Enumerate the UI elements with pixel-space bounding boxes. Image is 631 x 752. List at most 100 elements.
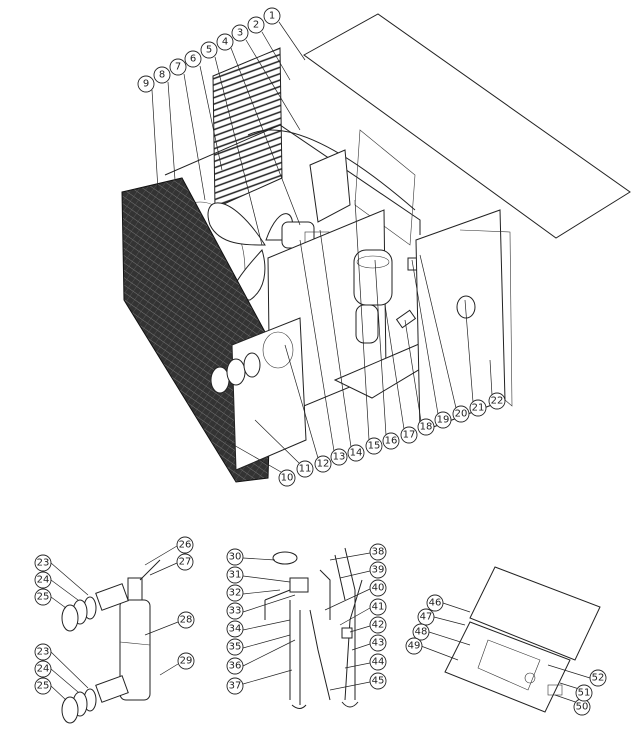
callout-34: 34 <box>226 620 244 638</box>
pipe-bends <box>291 701 359 709</box>
panel-hole <box>262 331 294 369</box>
svg-text:11: 11 <box>299 464 312 475</box>
body-frame <box>164 124 421 235</box>
callout-47: 47 <box>417 608 435 626</box>
callout-1: 1 <box>263 7 281 25</box>
filter-drier <box>341 627 353 639</box>
valve <box>395 309 417 329</box>
lower-pipe <box>95 675 129 703</box>
svg-text:49: 49 <box>408 641 421 652</box>
svg-text:43: 43 <box>372 638 385 649</box>
svg-text:42: 42 <box>372 620 385 631</box>
svg-text:25: 25 <box>37 681 50 692</box>
callout-7: 7 <box>169 58 187 76</box>
callout-30: 30 <box>226 548 244 566</box>
svg-text:13: 13 <box>333 452 346 463</box>
callout-23: 23 <box>34 554 52 572</box>
callout-44: 44 <box>369 653 387 671</box>
svg-text:50: 50 <box>576 702 589 713</box>
svg-text:1: 1 <box>269 11 275 22</box>
pressure-switch <box>272 551 298 565</box>
svg-text:31: 31 <box>229 570 242 581</box>
pressure-gauge <box>456 295 476 319</box>
svg-text:40: 40 <box>372 583 385 594</box>
svg-text:19: 19 <box>437 415 450 426</box>
frame-rail <box>247 129 416 211</box>
callout-17: 17 <box>400 426 418 444</box>
svg-text:29: 29 <box>180 656 193 667</box>
refrigerant-piping <box>242 547 371 709</box>
callout-2: 2 <box>247 16 265 34</box>
svg-text:34: 34 <box>229 624 242 635</box>
svg-text:16: 16 <box>385 436 398 447</box>
pipe-set-2 <box>319 547 363 701</box>
control-box <box>420 566 601 713</box>
svg-text:20: 20 <box>455 409 468 420</box>
pcb-component <box>524 672 536 684</box>
svg-text:22: 22 <box>491 396 504 407</box>
svg-text:32: 32 <box>229 588 242 599</box>
callout-37: 37 <box>226 677 244 695</box>
svg-text:2: 2 <box>253 20 259 31</box>
callout-20: 20 <box>452 405 470 423</box>
heat-exchanger <box>50 545 179 724</box>
right-panel-edge <box>459 229 513 407</box>
svg-text:18: 18 <box>420 422 433 433</box>
callout-21: 21 <box>469 399 487 417</box>
svg-text:7: 7 <box>175 62 181 73</box>
callout-26: 26 <box>176 536 194 554</box>
callout-38: 38 <box>369 543 387 561</box>
callout-52: 52 <box>589 669 607 687</box>
callout-16: 16 <box>382 432 400 450</box>
pipe-set-1 <box>264 589 331 705</box>
svg-text:35: 35 <box>229 642 242 653</box>
callout-48: 48 <box>412 623 430 641</box>
main-unit <box>121 13 631 483</box>
callout-41: 41 <box>369 598 387 616</box>
callout-23b: 23 <box>34 643 52 661</box>
svg-text:28: 28 <box>180 615 193 626</box>
svg-text:21: 21 <box>472 403 485 414</box>
accumulator <box>355 304 379 344</box>
upper-pipe <box>95 583 129 611</box>
control-box-cover <box>469 566 601 661</box>
svg-text:38: 38 <box>372 547 385 558</box>
svg-text:25: 25 <box>37 592 50 603</box>
callout-27: 27 <box>176 553 194 571</box>
svg-text:37: 37 <box>229 681 242 692</box>
svg-text:6: 6 <box>190 54 196 65</box>
callout-4: 4 <box>216 33 234 51</box>
svg-text:5: 5 <box>206 45 212 56</box>
svg-text:12: 12 <box>317 459 330 470</box>
top-cover <box>303 13 631 239</box>
callout-3: 3 <box>231 24 249 42</box>
svg-text:48: 48 <box>415 627 428 638</box>
callout-6: 6 <box>184 50 202 68</box>
callout-33: 33 <box>226 602 244 620</box>
callout-51: 51 <box>575 684 593 702</box>
water-connectors <box>210 352 261 394</box>
callout-39: 39 <box>369 561 387 579</box>
flow-switch <box>127 577 143 601</box>
svg-text:9: 9 <box>143 79 149 90</box>
svg-text:26: 26 <box>179 540 192 551</box>
svg-text:39: 39 <box>372 565 385 576</box>
union-nut-2 <box>61 696 79 724</box>
callout-36: 36 <box>226 657 244 675</box>
callout-46: 46 <box>426 594 444 612</box>
rear-side-panel <box>354 129 416 246</box>
electric-box <box>309 149 351 223</box>
svg-text:46: 46 <box>429 598 442 609</box>
union-nut <box>61 604 79 632</box>
callout-35: 35 <box>226 638 244 656</box>
callout-19: 19 <box>434 411 452 429</box>
svg-text:10: 10 <box>281 473 294 484</box>
svg-text:45: 45 <box>372 676 385 687</box>
callout-22: 22 <box>488 392 506 410</box>
callout-24: 24 <box>34 571 52 589</box>
svg-text:52: 52 <box>592 673 605 684</box>
svg-text:23: 23 <box>37 558 50 569</box>
svg-text:15: 15 <box>368 441 381 452</box>
front-side-panel <box>231 317 307 471</box>
